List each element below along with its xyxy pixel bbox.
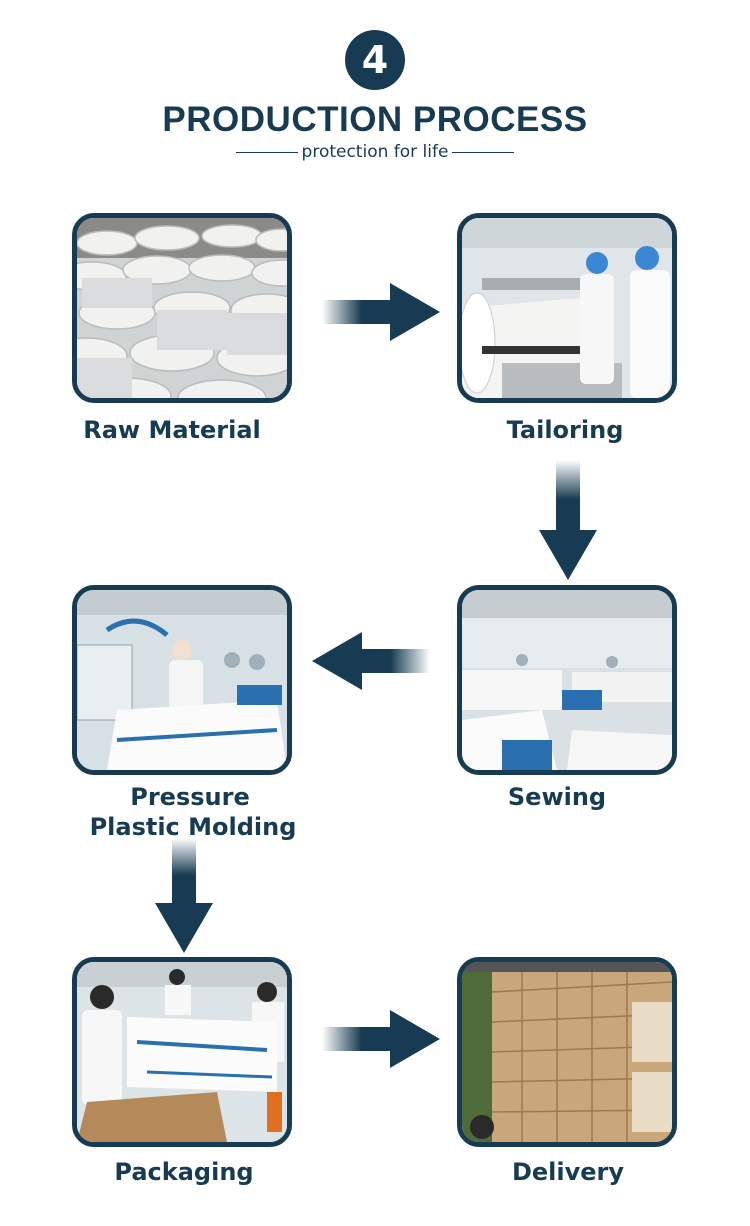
subtitle-divider-left bbox=[236, 152, 298, 153]
step-label-packaging: Packaging bbox=[114, 1158, 254, 1186]
step-label-delivery: Delivery bbox=[511, 1158, 625, 1186]
step-number-badge: 4 bbox=[345, 30, 405, 90]
pressure-plastic-molding-photo bbox=[72, 585, 292, 775]
arrow-left-icon bbox=[312, 632, 430, 690]
step-label-tailoring: Tailoring bbox=[506, 416, 624, 444]
delivery-photo bbox=[457, 957, 677, 1147]
step-label-pressure-plastic-molding-line1: Pressure bbox=[130, 783, 250, 811]
arrow-right-icon bbox=[322, 283, 440, 341]
raw-material-photo bbox=[72, 213, 292, 403]
tailoring-photo bbox=[457, 213, 677, 403]
sewing-photo bbox=[457, 585, 677, 775]
step-label-raw-material: Raw Material bbox=[83, 416, 261, 444]
step-label-sewing: Sewing bbox=[507, 783, 607, 811]
arrow-down-icon bbox=[539, 460, 597, 580]
packaging-photo bbox=[72, 957, 292, 1147]
page-title: PRODUCTION PROCESS bbox=[162, 100, 588, 139]
subtitle-divider-right bbox=[452, 152, 514, 153]
step-label-pressure-plastic-molding-line2: Plastic Molding bbox=[89, 813, 297, 841]
arrow-right-icon bbox=[322, 1010, 440, 1068]
page-subtitle: protection for life bbox=[301, 142, 449, 162]
arrow-down-icon bbox=[155, 838, 213, 953]
